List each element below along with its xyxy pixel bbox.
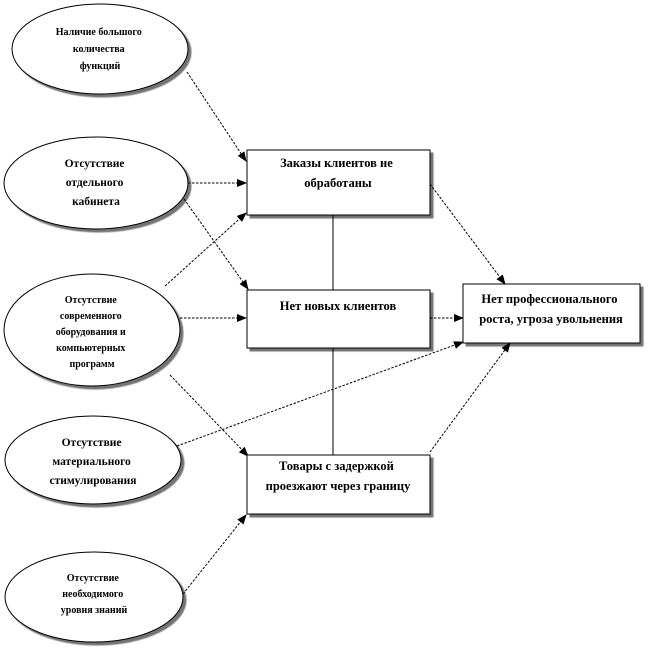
cause-label-line: необходимого xyxy=(62,589,123,600)
result-box xyxy=(462,283,641,344)
problem-box xyxy=(246,289,431,349)
cause-label-line: отдельного xyxy=(66,177,124,189)
link-p3-r1 xyxy=(429,342,511,453)
cause-label-line: компьютерных xyxy=(56,343,125,354)
problem-label-line: обработаны xyxy=(304,176,372,190)
cause-label: Отсутствие современного оборудования и к… xyxy=(56,295,129,370)
cause-node-c3: Отсутствие современного оборудования и к… xyxy=(3,273,181,387)
cause-label-line: оборудования и xyxy=(56,327,126,338)
problem-node-p3: Товары с задержкой проезжают через грани… xyxy=(246,454,431,515)
cause-label: Отсутствие материального стимулирования xyxy=(49,437,136,487)
result-label-line: Нет профессионального xyxy=(481,292,617,306)
problem-label-line: Заказы клиентов не xyxy=(280,156,393,170)
cause-label: Наличие большого количества функций xyxy=(56,27,144,72)
problem-label-line: Товары с задержкой xyxy=(279,459,394,473)
problem-box xyxy=(246,454,431,515)
problem-node-p2: Нет новых клиентов xyxy=(246,289,431,349)
link-c3-p3 xyxy=(169,374,249,457)
cause-oval xyxy=(3,136,189,230)
cause-label-line: стимулирования xyxy=(49,475,136,487)
cause-label-line: современного xyxy=(60,311,122,322)
cause-oval xyxy=(4,415,182,505)
cause-node-c1: Наличие большого количества функций xyxy=(11,3,189,95)
problem-label: Заказы клиентов не обработаны xyxy=(280,156,396,190)
result-node-r1: Нет профессионального роста, угроза увол… xyxy=(462,283,641,344)
problem-label: Товары с задержкой проезжают через грани… xyxy=(266,459,411,493)
cause-label: Отсутствие отдельного кабинета xyxy=(65,158,128,208)
cause-label-line: Отсутствие xyxy=(65,158,125,170)
problem-box xyxy=(246,149,431,216)
cause-label: Отсутствие необходимого уровня знаний xyxy=(61,573,128,616)
link-c3-p1 xyxy=(164,212,247,287)
cause-oval xyxy=(11,3,189,95)
cause-label-line: количества xyxy=(73,44,125,55)
cause-node-c2: Отсутствие отдельного кабинета xyxy=(3,136,189,230)
link-p1-r1 xyxy=(429,183,506,285)
cause-label-line: функций xyxy=(80,61,121,72)
result-label: Нет профессионального роста, угроза увол… xyxy=(479,292,623,326)
link-c5-p3 xyxy=(182,514,247,595)
link-c4-r1 xyxy=(176,341,464,447)
cause-label-line: Отсутствие xyxy=(67,573,120,584)
problem-label: Нет новых клиентов xyxy=(280,299,397,313)
cause-label-line: материального xyxy=(52,456,131,468)
link-c1-p1 xyxy=(186,71,247,162)
cause-oval xyxy=(4,551,184,643)
cause-label-line: Отсутствие xyxy=(62,437,122,449)
cause-label-line: уровня знаний xyxy=(61,605,128,616)
cause-label-line: Наличие большого xyxy=(56,27,142,38)
cause-oval xyxy=(3,273,181,387)
cause-node-c5: Отсутствие необходимого уровня знаний xyxy=(4,551,184,643)
cause-label-line: кабинета xyxy=(72,196,120,208)
cause-label-line: программ xyxy=(69,359,114,370)
problem-node-p1: Заказы клиентов не обработаны xyxy=(246,149,431,216)
problem-label-line: Нет новых клиентов xyxy=(280,299,397,313)
problem-label-line: проезжают через границу xyxy=(266,479,411,493)
cause-node-c4: Отсутствие материального стимулирования xyxy=(4,415,182,505)
result-label-line: роста, угроза увольнения xyxy=(479,312,623,326)
cause-label-line: Отсутствие xyxy=(65,295,118,306)
link-c2-p2 xyxy=(183,198,249,290)
connections xyxy=(164,71,511,595)
